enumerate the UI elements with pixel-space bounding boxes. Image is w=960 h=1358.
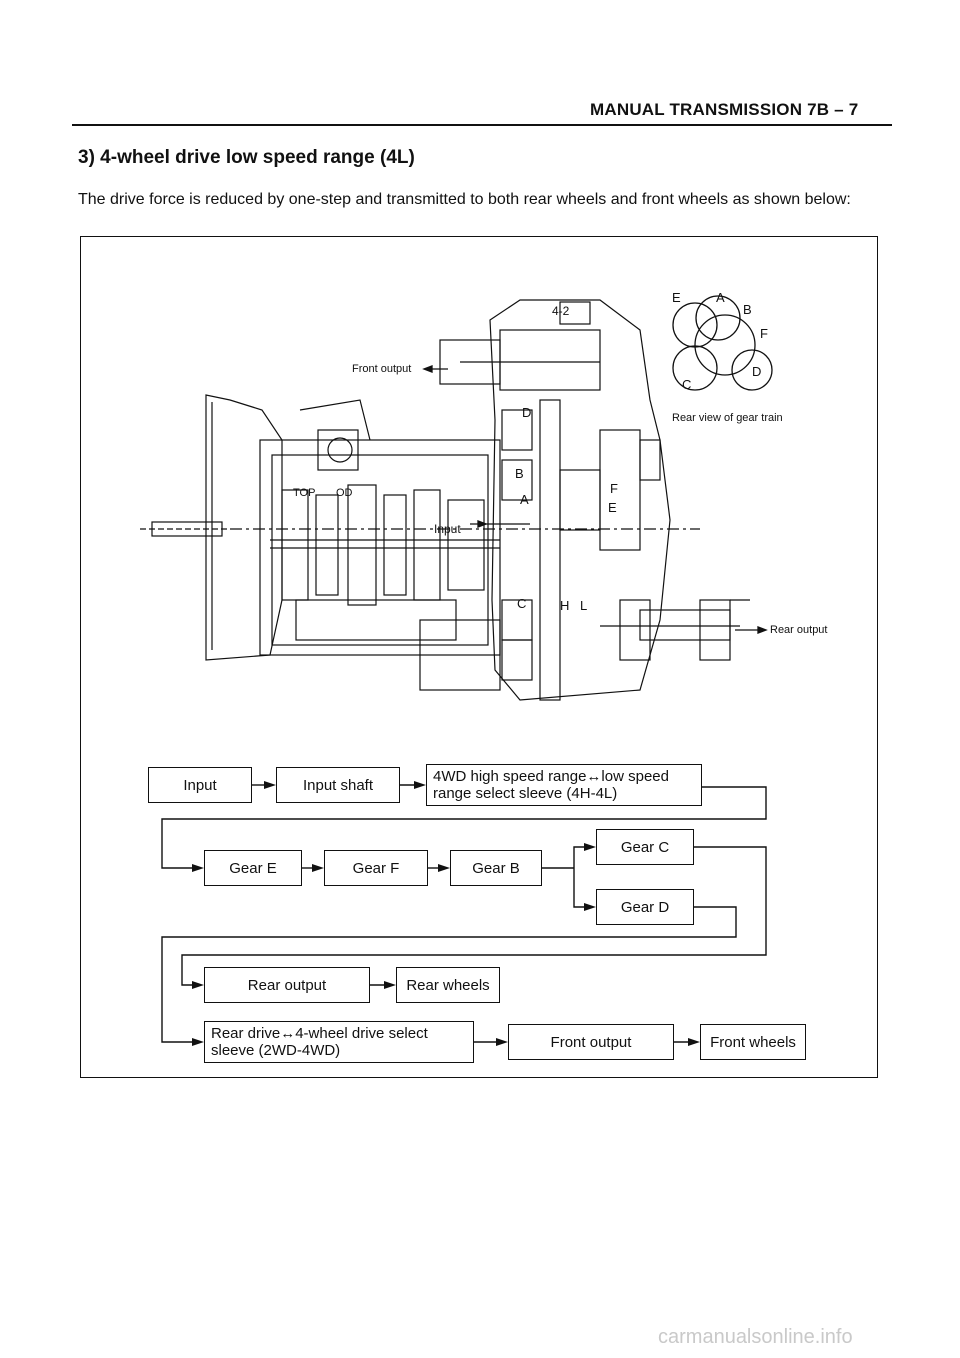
- rear-output-label: Rear output: [770, 624, 828, 636]
- flow-box-gear-c: Gear C: [596, 829, 694, 865]
- callout-b: B: [515, 466, 524, 481]
- flow-box-gear-f: Gear F: [324, 850, 428, 886]
- callout-a: A: [520, 492, 529, 507]
- input-callout: Input: [434, 522, 461, 536]
- intro-paragraph: The drive force is reduced by one-step a…: [78, 191, 851, 208]
- flow-box-4h4l-sleeve: 4WD high speed range↔low speed range sel…: [426, 764, 702, 806]
- flow-box-2wd4wd-sleeve: Rear drive↔4-wheel drive select sleeve (…: [204, 1021, 474, 1063]
- flow-box-front-output: Front output: [508, 1024, 674, 1060]
- front-output-label: Front output: [352, 363, 412, 375]
- flow-box-rear-wheels: Rear wheels: [396, 967, 500, 1003]
- callout-l: L: [580, 598, 588, 613]
- callout-h: H: [560, 598, 570, 613]
- flow-box-gear-d: Gear D: [596, 889, 694, 925]
- gear-train-view: [672, 295, 773, 391]
- flow-box-input-shaft: Input shaft: [276, 767, 400, 803]
- train-letter-e: E: [672, 290, 681, 305]
- flow-box-rear-output: Rear output: [204, 967, 370, 1003]
- flow-box-gear-e: Gear E: [204, 850, 302, 886]
- section-heading: 3) 4-wheel drive low speed range (4L): [78, 147, 415, 168]
- gear-train-caption: Rear view of gear train: [672, 412, 783, 424]
- callout-top: TOP: [293, 487, 316, 499]
- callout-range: 4-2: [552, 304, 570, 318]
- train-letter-b: B: [743, 302, 752, 317]
- train-letter-a: A: [716, 290, 725, 305]
- callout-e: E: [608, 500, 617, 515]
- flow-box-gear-b: Gear B: [450, 850, 542, 886]
- figure-frame: [80, 236, 878, 1078]
- callout-c: C: [517, 596, 527, 611]
- flow-box-input: Input: [148, 767, 252, 803]
- callout-od: OD: [336, 487, 353, 499]
- header-rule: [72, 124, 892, 126]
- watermark: carmanualsonline.info: [658, 1326, 853, 1348]
- transfer-case: [489, 299, 671, 701]
- flow-box-front-wheels: Front wheels: [700, 1024, 806, 1060]
- page-header-title: MANUAL TRANSMISSION 7B – 7: [590, 100, 859, 119]
- train-letter-f: F: [760, 326, 768, 341]
- train-letter-d: D: [752, 364, 762, 379]
- callout-f: F: [610, 481, 618, 496]
- callout-d: D: [522, 405, 532, 420]
- train-letter-c: C: [682, 377, 692, 392]
